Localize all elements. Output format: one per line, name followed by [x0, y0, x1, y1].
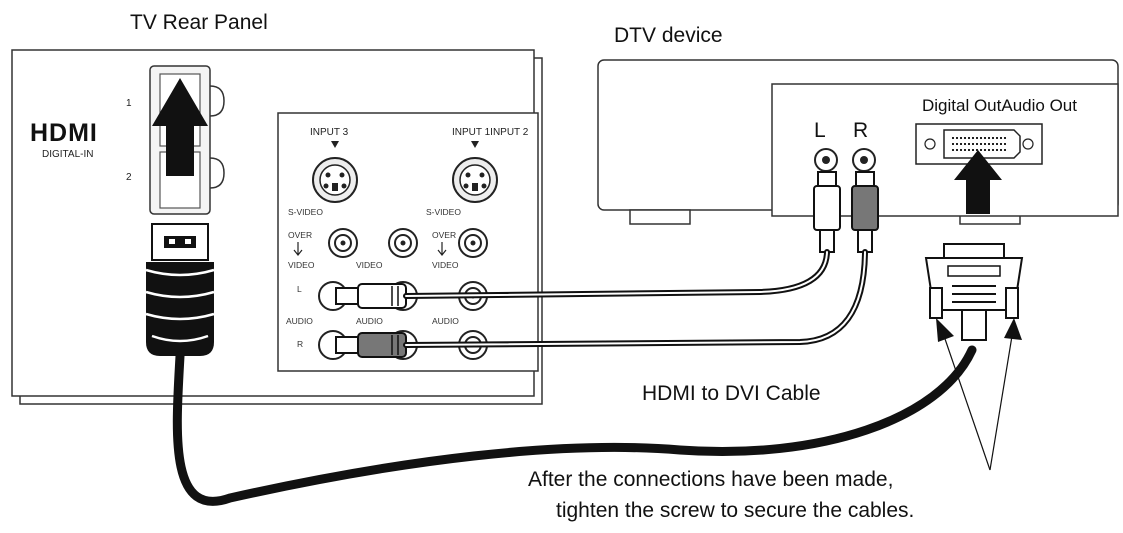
rca-plug-left-tv [335, 283, 407, 309]
hdmi-port-1-label: 1 [126, 98, 132, 109]
hdmi-logo: HDMI DIGITAL-IN [30, 119, 98, 160]
dtv-device: L R Digital OutAudio Out [597, 59, 1119, 225]
instruction-line-2: tighten the screw to secure the cables. [556, 499, 914, 522]
svg-text:AUDIO: AUDIO [356, 316, 383, 326]
svg-text:S-VIDEO: S-VIDEO [426, 207, 461, 217]
dtv-r-label: R [853, 119, 868, 142]
audio-cables [403, 249, 868, 348]
dvi-port [915, 123, 1043, 165]
video-rca-jacks [328, 228, 488, 258]
svg-text:HDMI: HDMI [30, 119, 98, 147]
cable-caption: HDMI to DVI Cable [642, 382, 821, 405]
svg-text:L: L [297, 284, 302, 294]
svg-text:VIDEO: VIDEO [288, 260, 315, 270]
instruction-line-1: After the connections have been made, [528, 468, 893, 491]
svideo-jack-right [452, 157, 498, 203]
rca-plug-left-dtv [813, 171, 841, 253]
rca-plug-right-tv [335, 332, 407, 358]
svg-text:DIGITAL-IN: DIGITAL-IN [42, 149, 93, 160]
svg-text:INPUT 1INPUT 2: INPUT 1INPUT 2 [452, 127, 529, 138]
svg-text:OVER: OVER [432, 230, 456, 240]
svg-text:AUDIO: AUDIO [286, 316, 313, 326]
rca-plug-right-dtv [851, 171, 879, 253]
digital-audio-out-label: Digital OutAudio Out [922, 96, 1077, 115]
dtv-l-label: L [814, 119, 826, 142]
svg-text:VIDEO: VIDEO [432, 260, 459, 270]
svg-text:S-VIDEO: S-VIDEO [288, 207, 323, 217]
hdmi-to-dvi-cable [172, 345, 977, 506]
svideo-jack-left [312, 157, 358, 203]
svg-text:R: R [297, 339, 303, 349]
dvi-plug [924, 243, 1024, 341]
svg-text:AUDIO: AUDIO [432, 316, 459, 326]
hdmi-plug-head [145, 223, 215, 356]
av-input-panel: INPUT 3 INPUT 1INPUT 2 S-VIDEO S-VIDEO [277, 112, 539, 372]
tv-rear-panel-title: TV Rear Panel [130, 11, 268, 34]
svg-text:VIDEO: VIDEO [356, 260, 383, 270]
hdmi-insert-arrow-icon [152, 78, 208, 176]
svg-text:INPUT 3: INPUT 3 [310, 127, 349, 138]
tv-rear-panel: HDMI DIGITAL-IN 1 2 [11, 49, 543, 405]
dtv-device-title: DTV device [614, 24, 723, 47]
svg-text:OVER: OVER [288, 230, 312, 240]
dvi-insert-arrow-icon [954, 150, 1002, 214]
screw-pointer-arrows [936, 318, 1022, 471]
hdmi-port-2-label: 2 [126, 172, 132, 183]
